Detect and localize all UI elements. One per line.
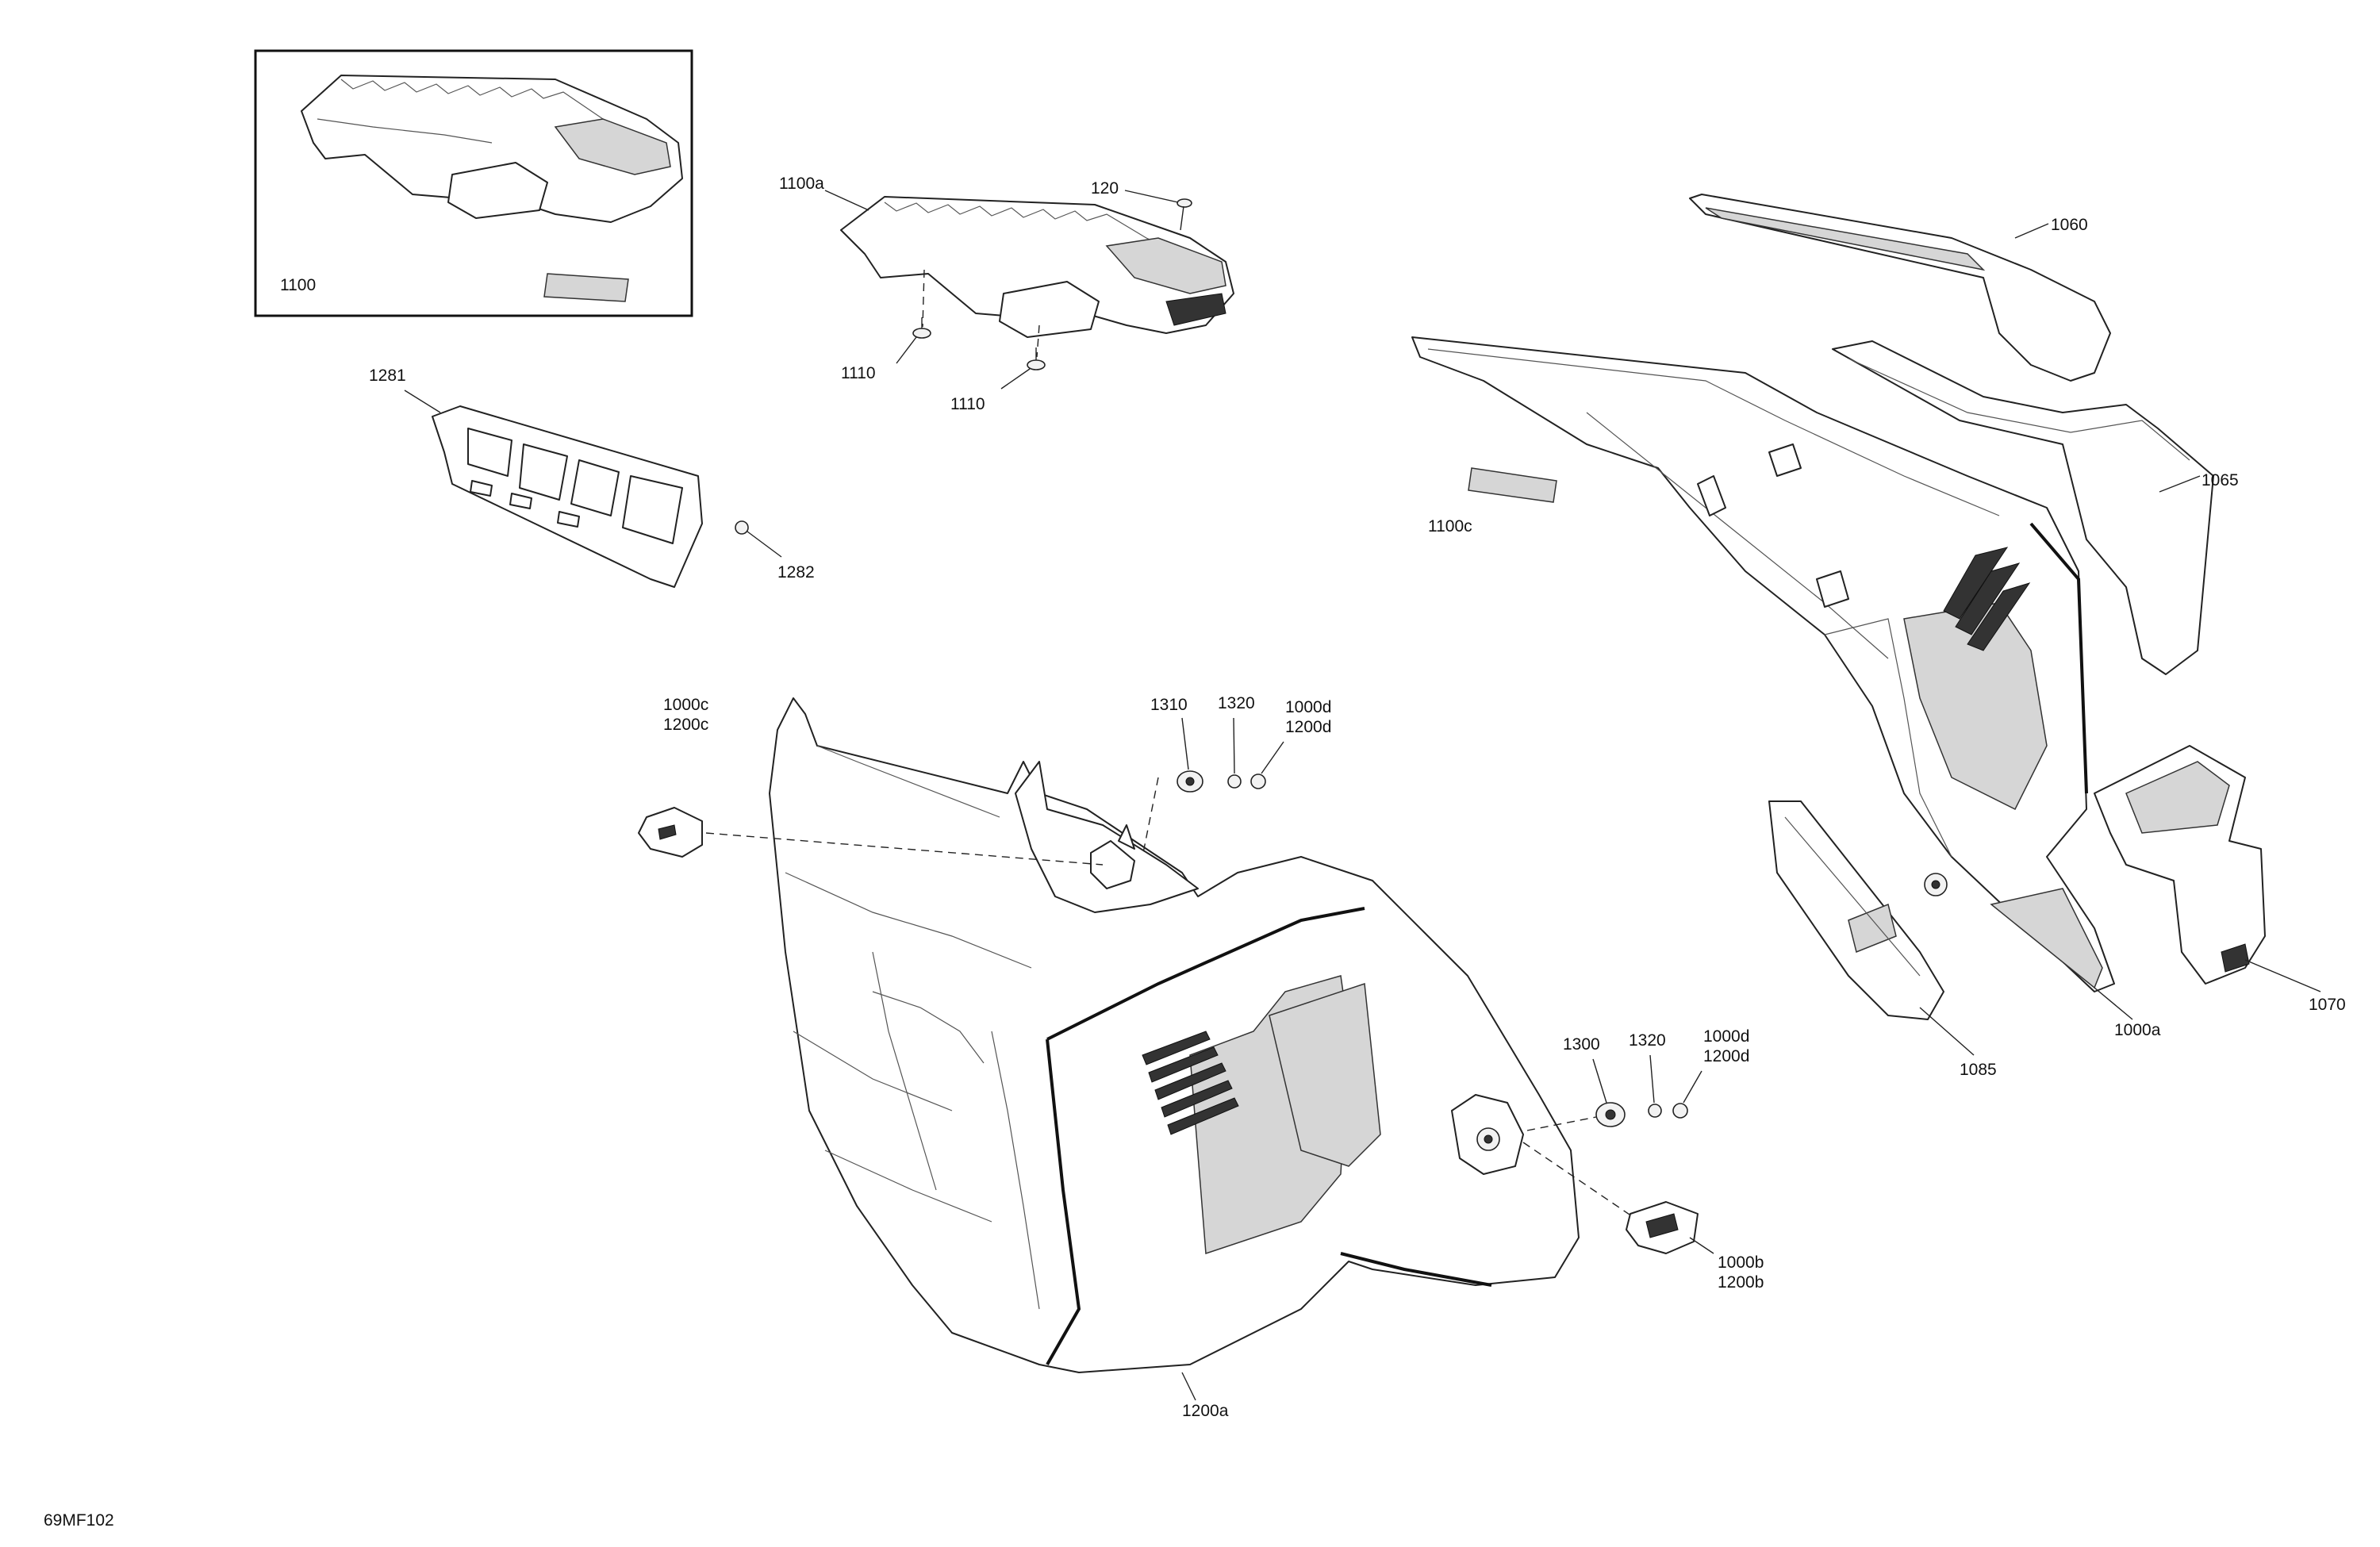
callout-1100: 1100 <box>280 276 316 294</box>
callout-1320-lower: 1320 <box>1629 1031 1666 1050</box>
nut-1000d-upper <box>1250 774 1266 789</box>
callout-1100a: 1100a <box>779 175 824 193</box>
callout-1100c: 1100c <box>1428 517 1472 536</box>
callout-120: 120 <box>1091 179 1119 198</box>
diagram-code: 69MF102 <box>44 1511 114 1530</box>
grommet-1300 <box>1595 1102 1626 1127</box>
callout-1281: 1281 <box>369 367 406 385</box>
callout-1310: 1310 <box>1150 696 1188 714</box>
callout-1000b: 1000b <box>1718 1253 1764 1272</box>
callout-1300: 1300 <box>1563 1035 1600 1054</box>
clip-1282 <box>735 520 749 535</box>
inset-frame <box>254 49 693 317</box>
trim-strip-1060 <box>1689 194 2111 382</box>
bracket-1100a <box>840 196 1234 338</box>
washer-1320-lower <box>1648 1104 1662 1118</box>
fastener-1000a-bottom <box>1924 873 1948 896</box>
callout-1000c: 1000c <box>663 696 708 714</box>
callout-1000d-upper: 1000d <box>1285 698 1331 716</box>
side-panel-1000a <box>1411 336 2115 992</box>
inset-assembly-1100 <box>254 49 693 317</box>
screw-1110-left <box>912 317 931 339</box>
callout-1200d-lower: 1200d <box>1703 1047 1749 1065</box>
shield-1065 <box>1832 340 2214 675</box>
callout-1282: 1282 <box>777 563 815 582</box>
turn-signal-1000c <box>638 807 703 858</box>
vent-grille-1281 <box>432 405 703 588</box>
inset-mount-foot <box>447 162 548 219</box>
nut-1000d-lower <box>1672 1103 1688 1119</box>
screw-120 <box>1177 198 1192 231</box>
leader-lines <box>404 190 2321 1401</box>
callout-1110-right: 1110 <box>950 395 985 413</box>
turn-signal-1000b <box>1626 1201 1699 1254</box>
block-1070 <box>2094 745 2266 985</box>
callout-1110-left: 1110 <box>841 364 876 382</box>
callout-1060: 1060 <box>2051 216 2088 234</box>
callout-1000d-lower: 1000d <box>1703 1027 1749 1046</box>
screw-1110-right <box>1027 347 1046 370</box>
callout-1070: 1070 <box>2309 996 2346 1014</box>
callout-1200a: 1200a <box>1182 1402 1229 1420</box>
callout-labels: 1100 1100a 120 1110 1110 1281 1282 1060 … <box>44 175 2346 1530</box>
block-1085 <box>1768 800 1944 1020</box>
pad-1100c <box>1468 467 1557 503</box>
inset-pad <box>543 273 629 302</box>
callout-1065: 1065 <box>2202 471 2239 489</box>
washer-1320-upper <box>1227 774 1242 789</box>
grommet-1310 <box>1177 770 1203 793</box>
callout-1200c: 1200c <box>663 716 708 734</box>
inset-bracket-part <box>301 75 683 223</box>
callout-1085: 1085 <box>1960 1061 1997 1079</box>
callout-1200b: 1200b <box>1718 1273 1764 1292</box>
callout-1000a: 1000a <box>2114 1021 2161 1039</box>
callout-1200d-upper: 1200d <box>1285 718 1331 736</box>
callout-1320-upper: 1320 <box>1218 694 1255 712</box>
front-cowl-1200a <box>769 697 1580 1373</box>
